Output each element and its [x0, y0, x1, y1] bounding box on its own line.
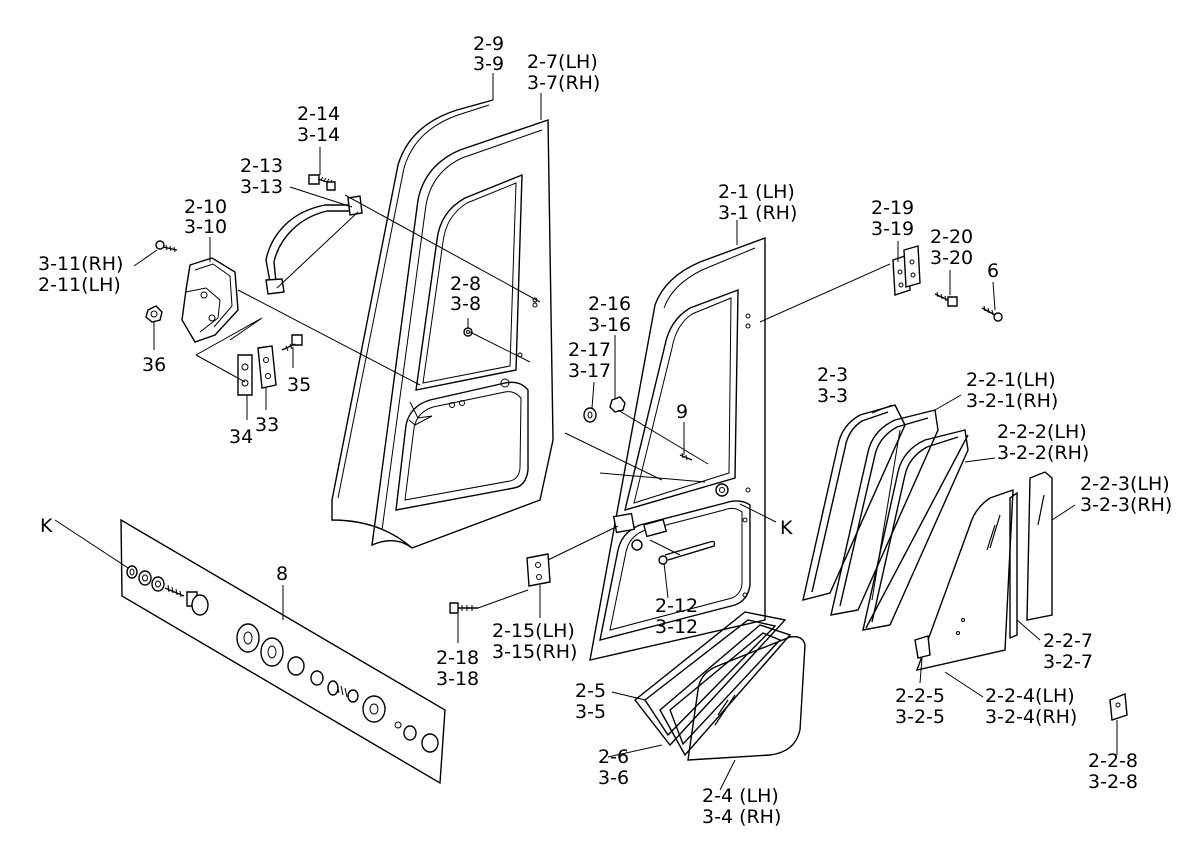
striker-2-15: [527, 514, 634, 586]
glass-2-4: [688, 637, 805, 760]
label-3-18: 3-18: [436, 668, 479, 690]
label-3-11: 3-11(RH): [38, 253, 123, 275]
label-3-2-3: 3-2-3(RH): [1080, 494, 1172, 516]
leader-lines: [55, 73, 1117, 790]
label-34: 34: [229, 426, 253, 448]
plate-34: [238, 355, 252, 395]
strip-2-2-7: [1010, 493, 1017, 638]
label-3-2-7: 3-2-7: [1043, 651, 1093, 673]
label-35: 35: [287, 374, 311, 396]
seal-2-5: [635, 612, 785, 745]
label-3-2-4: 3-2-4(RH): [985, 706, 1077, 728]
label-3-9: 3-9: [473, 53, 504, 75]
label-3-4: 3-4 (RH): [702, 806, 781, 828]
label-8: 8: [276, 563, 288, 585]
label-3-5: 3-5: [575, 701, 606, 723]
label-6: 6: [987, 260, 999, 282]
label-2-13: 2-13: [240, 155, 283, 177]
clip-2-2-5: [915, 636, 930, 658]
label-3-17: 3-17: [568, 360, 611, 382]
label-3-7: 3-7(RH): [527, 72, 600, 94]
window-frame-2-2-1: [831, 410, 938, 615]
label-3-19: 3-19: [871, 218, 914, 240]
label-2-7: 2-7(LH): [527, 51, 598, 73]
label-2-18: 2-18: [436, 647, 479, 669]
label-2-11: 2-11(LH): [38, 274, 121, 296]
plate-33: [258, 346, 276, 388]
screw-2-14: [309, 175, 335, 190]
label-2-17: 2-17: [568, 339, 611, 361]
latch-2-10: [182, 258, 238, 342]
screw-6: [982, 306, 1002, 321]
inner-door-frame-2-7: [372, 120, 553, 548]
label-3-14: 3-14: [297, 124, 340, 146]
hinge-2-19: [893, 246, 920, 295]
glass-2-2-3: [1027, 472, 1052, 620]
nut-36: [146, 306, 162, 322]
screw-35: [282, 335, 302, 351]
label-2-4: 2-4 (LH): [702, 785, 779, 807]
label-9: 9: [676, 401, 688, 423]
label-2-2-2: 2-2-2(LH): [997, 421, 1087, 443]
clip-2-2-8: [1110, 694, 1127, 720]
label-3-3: 3-3: [817, 385, 848, 407]
nut-2-16: [610, 397, 625, 412]
washer-2-17: [584, 408, 596, 422]
label-2-2-8: 2-2-8: [1088, 750, 1138, 772]
window-frame-2-2-2: [863, 430, 968, 630]
label-2-2-1: 2-2-1(LH): [966, 369, 1056, 391]
label-k-left: K: [40, 515, 53, 537]
label-2-9: 2-9: [473, 33, 504, 55]
handle-rod-2-13: [266, 196, 362, 294]
label-2-15: 2-15(LH): [492, 620, 575, 642]
label-2-16: 2-16: [588, 293, 631, 315]
label-k-right: K: [780, 517, 793, 539]
label-3-16: 3-16: [588, 314, 631, 336]
label-2-1: 2-1 (LH): [718, 181, 795, 203]
label-2-10: 2-10: [184, 196, 227, 218]
bolt-2-11: [156, 241, 177, 252]
label-3-2-5: 3-2-5: [895, 706, 945, 728]
label-36: 36: [142, 354, 166, 376]
label-3-8: 3-8: [450, 293, 481, 315]
label-3-10: 3-10: [184, 216, 227, 238]
bolt-2-20: [935, 292, 957, 306]
label-2-2-5: 2-2-5: [895, 685, 945, 707]
part-labels: 2-9 3-9 2-7(LH) 3-7(RH) 2-14 3-14 2-13 3…: [38, 33, 1172, 828]
label-3-2-8: 3-2-8: [1088, 771, 1138, 793]
label-3-2-1: 3-2-1(RH): [966, 390, 1058, 412]
label-33: 33: [255, 414, 279, 436]
label-3-13: 3-13: [240, 176, 283, 198]
label-2-8: 2-8: [450, 273, 481, 295]
label-2-19: 2-19: [871, 197, 914, 219]
label-2-20: 2-20: [930, 226, 973, 248]
label-3-20: 3-20: [930, 247, 973, 269]
label-3-15: 3-15(RH): [492, 641, 577, 663]
label-2-6: 2-6: [598, 746, 629, 768]
label-2-14: 2-14: [297, 103, 340, 125]
screw-9: [680, 453, 692, 460]
bolt-2-18: [450, 603, 478, 613]
label-3-1: 3-1 (RH): [718, 202, 797, 224]
frame-2-6: [660, 625, 790, 755]
label-2-2-7: 2-2-7: [1043, 630, 1093, 652]
window-frame-2-3: [803, 405, 905, 600]
label-3-6: 3-6: [598, 767, 629, 789]
label-2-2-3: 2-2-3(LH): [1080, 473, 1170, 495]
label-2-12: 2-12: [655, 595, 698, 617]
door-panel-2-1: [590, 238, 765, 660]
label-3-2-2: 3-2-2(RH): [997, 442, 1089, 464]
glass-2-2-4: [917, 490, 1013, 670]
label-2-5: 2-5: [575, 680, 606, 702]
label-2-2-4: 2-2-4(LH): [985, 685, 1075, 707]
label-2-3: 2-3: [817, 364, 848, 386]
door-seal-2-9: [332, 100, 493, 548]
label-3-12: 3-12: [655, 616, 698, 638]
kit-panel-8: [121, 520, 445, 783]
